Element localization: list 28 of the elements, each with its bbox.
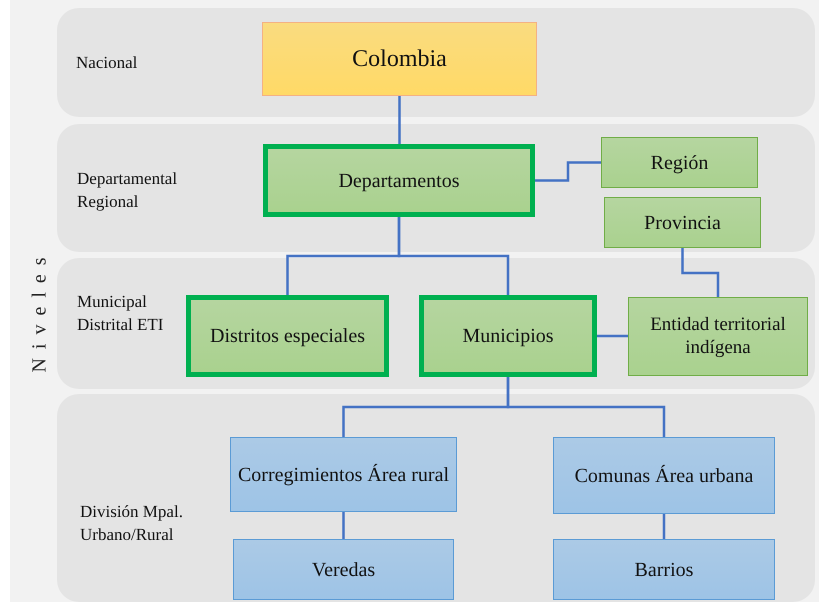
connector-line [597, 334, 628, 338]
entity-box: Provincia [604, 197, 761, 248]
level-band [57, 394, 815, 602]
level-band [57, 258, 815, 389]
level-label: Departamental Regional [77, 168, 178, 213]
entity-box: Veredas [233, 539, 454, 600]
connector-line [535, 161, 601, 182]
level-band [57, 124, 815, 252]
entity-box: Corregimientos Área rural [230, 437, 457, 512]
connector-line [398, 96, 401, 144]
entity-box: Barrios [553, 539, 775, 600]
connector-line [342, 512, 345, 539]
level-label: División Mpal. Urbano/Rural [80, 501, 184, 546]
entity-box: Departamentos [263, 144, 535, 217]
level-label: Municipal Distrital ETI [77, 291, 164, 336]
connector-line [506, 377, 666, 437]
connector-line [681, 248, 720, 297]
connector-line [398, 217, 510, 295]
level-label: Nacional [76, 52, 138, 74]
entity-box: Colombia [262, 22, 537, 96]
entity-box: Municipios [419, 295, 597, 377]
entity-box: Distritos especiales [186, 295, 389, 377]
connector-line [662, 514, 666, 539]
entity-box: Entidad territorial indígena [628, 297, 808, 376]
level-band [57, 8, 815, 117]
entity-box: Región [601, 137, 758, 188]
vertical-label: Niveles [28, 248, 52, 372]
entity-box: Comunas Área urbana [553, 437, 775, 514]
